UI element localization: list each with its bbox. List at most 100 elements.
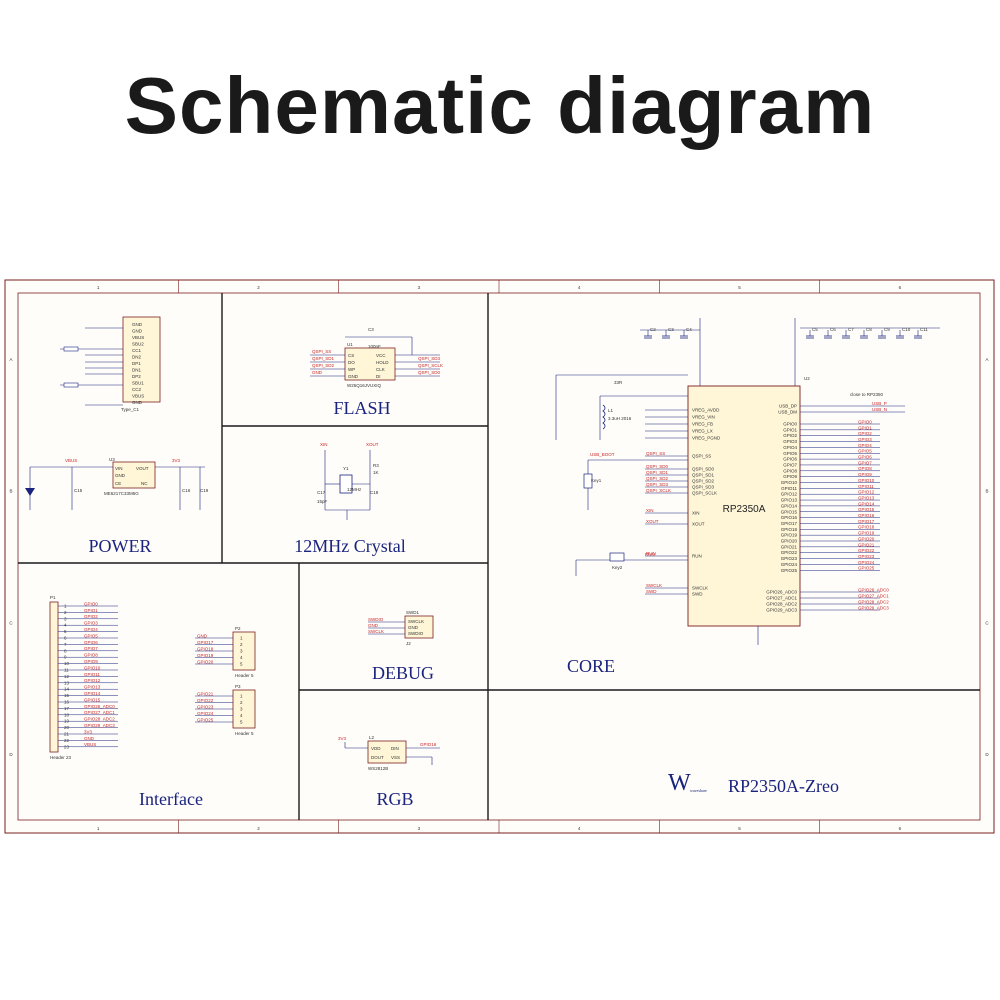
svg-text:U2: U2 [804, 376, 810, 381]
svg-text:DOUT: DOUT [371, 755, 384, 760]
frame-row-label: C [985, 620, 989, 625]
frame-row-label: D [9, 752, 13, 757]
svg-text:1K: 1K [373, 470, 379, 475]
rgb-section: L2 VDD DIN DOUT VSS WS2812B 3V3 GPIO16 R… [338, 735, 440, 809]
core-pin-right: GPIO23 [781, 556, 798, 561]
svg-text:GPIO16: GPIO16 [420, 742, 437, 747]
header-net: GPIO10 [84, 665, 101, 670]
header-pin-number: 4 [240, 713, 243, 718]
core-pin-left: XOUT [692, 522, 705, 527]
svg-text:VBUS: VBUS [65, 458, 77, 463]
core-net-right: GPIO23 [858, 554, 875, 559]
frame-row-label: B [985, 489, 988, 494]
svg-text:Header 5: Header 5 [235, 731, 254, 736]
header-net: GPIO27_ADC1 [84, 710, 115, 715]
header-net: GPIO17 [197, 640, 214, 645]
core-pin-right: GPIO9 [783, 474, 797, 479]
rp2350a-chip [687, 385, 801, 627]
core-net-right: GPIO7 [858, 460, 872, 465]
header-pin-number: 3 [240, 649, 243, 654]
core-net-right: GPIO21 [858, 542, 875, 547]
header-net: GPIO15 [84, 697, 101, 702]
usb-wires [60, 327, 123, 406]
svg-text:NC: NC [141, 481, 148, 486]
regulator-ref: U3 [109, 457, 115, 462]
core-pin-left: VREG_FB [692, 422, 713, 427]
header-pin-number: 1 [240, 694, 243, 699]
header-net: GPIO0 [84, 601, 98, 606]
core-pin-right: GPIO21 [781, 544, 798, 549]
core-net-left: QSPI_SD1 [646, 470, 669, 475]
core-net-left: QSPI_SD3 [646, 482, 669, 487]
svg-text:CE: CE [115, 481, 121, 486]
usb-pin-label: VBUS [132, 335, 144, 340]
core-net-left: XIN [646, 508, 654, 513]
core-pin-left: VREG_VIN [692, 415, 715, 420]
regulator-part: ME6217C33M5G [104, 491, 139, 496]
core-pin-left: QSPI_SD0 [692, 467, 715, 472]
core-pin-right: GPIO6 [783, 457, 797, 462]
header-net: GPIO8 [84, 653, 98, 658]
flash-pin-right: CLK [376, 367, 385, 372]
crystal-label: 12MHz Crystal [294, 536, 406, 556]
header-net: GPIO3 [84, 621, 98, 626]
core-pin-right: GPIO18 [781, 527, 798, 532]
core-pin-left: QSPI_SS [692, 454, 711, 459]
cap-ref: C9 [884, 327, 890, 332]
svg-text:VOUT: VOUT [136, 466, 149, 471]
flash-net-left: GND [312, 370, 323, 375]
frame-col-label: 4 [578, 285, 581, 290]
frame-col-label: 1 [97, 826, 100, 831]
key1-icon [583, 473, 593, 489]
frame-row-label: A [985, 357, 988, 362]
section-dividers [18, 293, 980, 820]
usb-pin-label: VBUS [132, 394, 144, 399]
power-label: POWER [89, 536, 152, 556]
usb-pin-label: GND [132, 400, 143, 405]
header-net: GPIO1 [84, 608, 98, 613]
core-net-right: GPIO12 [858, 490, 875, 495]
usb-pin-label: GND [132, 322, 143, 327]
cap-ref: C6 [830, 327, 836, 332]
frame-col-label: 2 [257, 826, 260, 831]
core-pin-right: GPIO13 [781, 498, 798, 503]
svg-text:C16: C16 [182, 488, 191, 493]
svg-text:L1: L1 [608, 408, 614, 413]
interface-label: Interface [139, 789, 203, 809]
svg-text:Key2: Key2 [612, 565, 623, 570]
page-title: Schematic diagram [124, 61, 876, 150]
flash-net-left: QSPI_SD2 [312, 363, 335, 368]
frame-col-label: 6 [899, 826, 902, 831]
core-pin-right: GPIO20 [781, 539, 798, 544]
header-net: GPIO19 [197, 653, 214, 658]
svg-text:C17: C17 [317, 490, 326, 495]
frame-row-label: B [9, 489, 12, 494]
product-name: RP2350A-Zreo [728, 776, 839, 796]
svg-text:SWDIO: SWDIO [408, 631, 424, 636]
usb-pin-label: SBU2 [132, 342, 144, 347]
core-pin-right: GPIO10 [781, 480, 798, 485]
core-pin-left: VREG_LX [692, 429, 713, 434]
frame-col-label: 6 [899, 285, 902, 290]
svg-text:J2: J2 [406, 641, 411, 646]
flash-section: U1 W25Q16JVUXIQ CSDOWPGNDVCCHOLDCLKDIQSP… [310, 327, 443, 418]
swd-connector [404, 615, 434, 639]
usb-pin-list: GNDGNDVBUSSBU2CC1DN2DP1DN1DP2SBU1CC2VBUS… [132, 322, 144, 405]
svg-text:R3: R3 [373, 463, 379, 468]
svg-text:DIN: DIN [391, 746, 399, 751]
header-p2 [232, 631, 256, 671]
header-23 [49, 601, 59, 753]
frame-col-label: 5 [738, 285, 741, 290]
inductor-icon [602, 404, 606, 430]
core-net-right: GPIO15 [858, 507, 875, 512]
svg-text:12MHz: 12MHz [347, 487, 362, 492]
key2-icon [609, 552, 625, 562]
core-pin-right: GPIO16 [781, 515, 798, 520]
core-net-left: SWD [646, 589, 657, 594]
frame-col-label: 3 [418, 285, 421, 290]
core-net-right: GPIO22 [858, 548, 875, 553]
core-net-right: GPIO6 [858, 455, 872, 460]
frame-col-label: 2 [257, 285, 260, 290]
